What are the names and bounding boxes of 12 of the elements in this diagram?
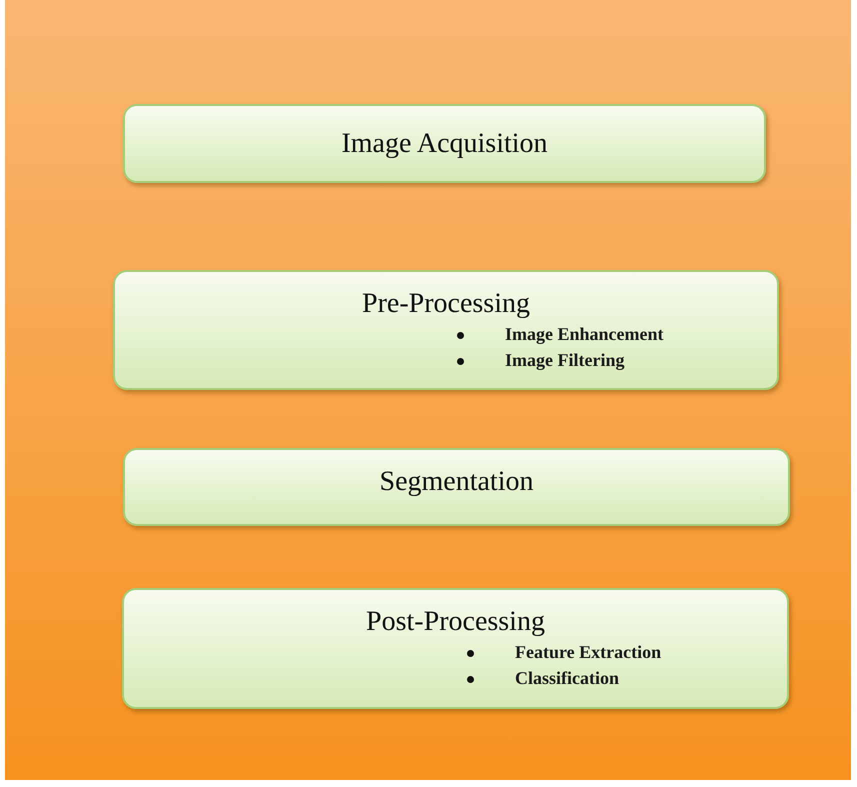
bullet-item: Image Enhancement xyxy=(505,324,664,345)
step-title: Segmentation xyxy=(380,466,534,498)
bullet-item: Classification xyxy=(515,668,620,689)
step-title: Pre-Processing xyxy=(362,288,530,320)
process-box xyxy=(122,588,789,709)
process-box xyxy=(123,104,766,183)
step-title: Image Acquisition xyxy=(341,128,548,160)
process-box xyxy=(113,270,779,390)
process-box xyxy=(123,448,790,526)
bullet-item: Image Filtering xyxy=(505,350,624,371)
step-title: Post-Processing xyxy=(366,606,545,638)
bullet-item: Feature Extraction xyxy=(515,642,662,663)
